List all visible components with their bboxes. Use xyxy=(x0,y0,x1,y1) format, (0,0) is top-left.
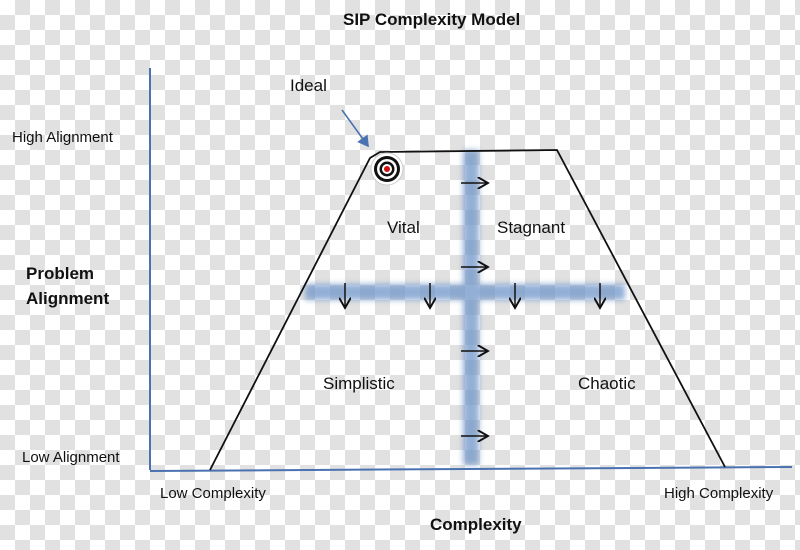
x-axis xyxy=(149,466,793,472)
quadrant-stagnant: Stagnant xyxy=(497,218,566,237)
ideal-label: Ideal xyxy=(290,76,327,95)
x-axis-title: Complexity xyxy=(430,515,522,534)
y-axis-title-line2: Alignment xyxy=(26,289,110,308)
low-complexity-label: Low Complexity xyxy=(160,485,266,502)
high-alignment-label: High Alignment xyxy=(12,129,113,146)
right-arrows xyxy=(461,183,488,436)
high-complexity-label: High Complexity xyxy=(664,485,774,502)
target-icon xyxy=(370,152,404,186)
low-alignment-label: Low Alignment xyxy=(22,449,120,466)
down-arrows xyxy=(345,283,600,308)
quadrant-chaotic: Chaotic xyxy=(578,374,636,393)
y-axis-title: Problem Alignment xyxy=(26,261,109,311)
ideal-arrow xyxy=(341,109,369,148)
quadrant-simplistic: Simplistic xyxy=(323,374,395,393)
y-axis-title-line1: Problem xyxy=(26,264,95,283)
quadrant-vital: Vital xyxy=(387,218,420,237)
diagram-title: SIP Complexity Model xyxy=(343,10,521,29)
trapezoid xyxy=(209,149,726,471)
blue-cross xyxy=(305,150,625,465)
